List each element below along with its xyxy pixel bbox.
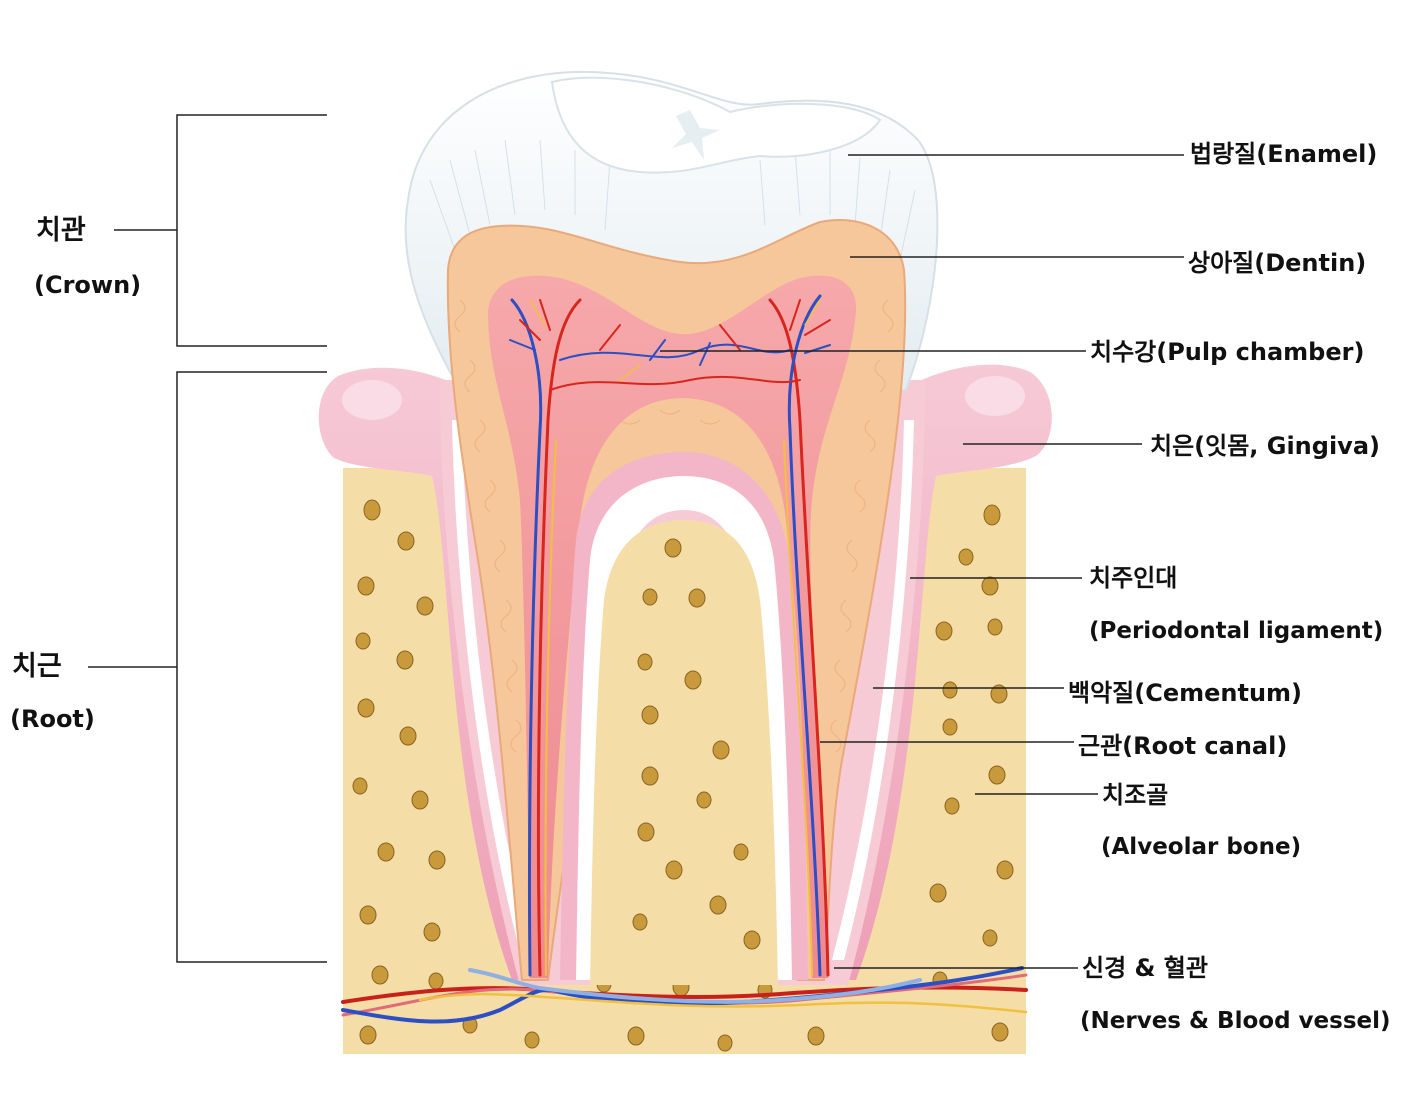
root-label-ko: 치근 <box>12 651 62 682</box>
gingiva-label: 치은(잇몸, Gingiva) <box>1150 432 1380 460</box>
occlusal-surface <box>550 76 882 174</box>
base-vessels <box>341 966 1028 1024</box>
enamel-label: 법랑질(Enamel) <box>1190 140 1378 168</box>
nerves-label-ko: 신경 & 혈관 <box>1082 954 1208 982</box>
pulp-vessels <box>509 294 831 977</box>
interradicular-bone <box>590 520 778 985</box>
periodontal-label-en: (Periodontal ligament) <box>1089 618 1384 644</box>
nerves-label-en: (Nerves & Blood vessel) <box>1080 1008 1391 1034</box>
enamel-striations <box>429 139 916 261</box>
alveolar-label-ko: 치조골 <box>1102 781 1169 809</box>
root-label-en: (Root) <box>10 705 95 733</box>
crown-label-ko: 치관 <box>36 215 86 246</box>
root-bracket <box>88 371 327 963</box>
periodontal-label-ko: 치주인대 <box>1089 564 1178 592</box>
leader-lines <box>660 154 1184 969</box>
root-canal-label: 근관(Root canal) <box>1078 732 1288 760</box>
crown-bracket <box>114 114 327 347</box>
fissure <box>672 110 720 160</box>
cementum-label: 백악질(Cementum) <box>1068 679 1303 707</box>
crown-label-en: (Crown) <box>34 271 142 299</box>
periodontal-space-right <box>832 420 914 960</box>
dentin-texture <box>454 299 894 753</box>
alveolar-label-en: (Alveolar bone) <box>1101 834 1302 860</box>
pulp-chamber <box>488 275 857 978</box>
dentin-label: 상아질(Dentin) <box>1188 249 1367 277</box>
periodontal-space-left <box>452 420 534 960</box>
pulp-chamber-label: 치수강(Pulp chamber) <box>1090 338 1365 366</box>
